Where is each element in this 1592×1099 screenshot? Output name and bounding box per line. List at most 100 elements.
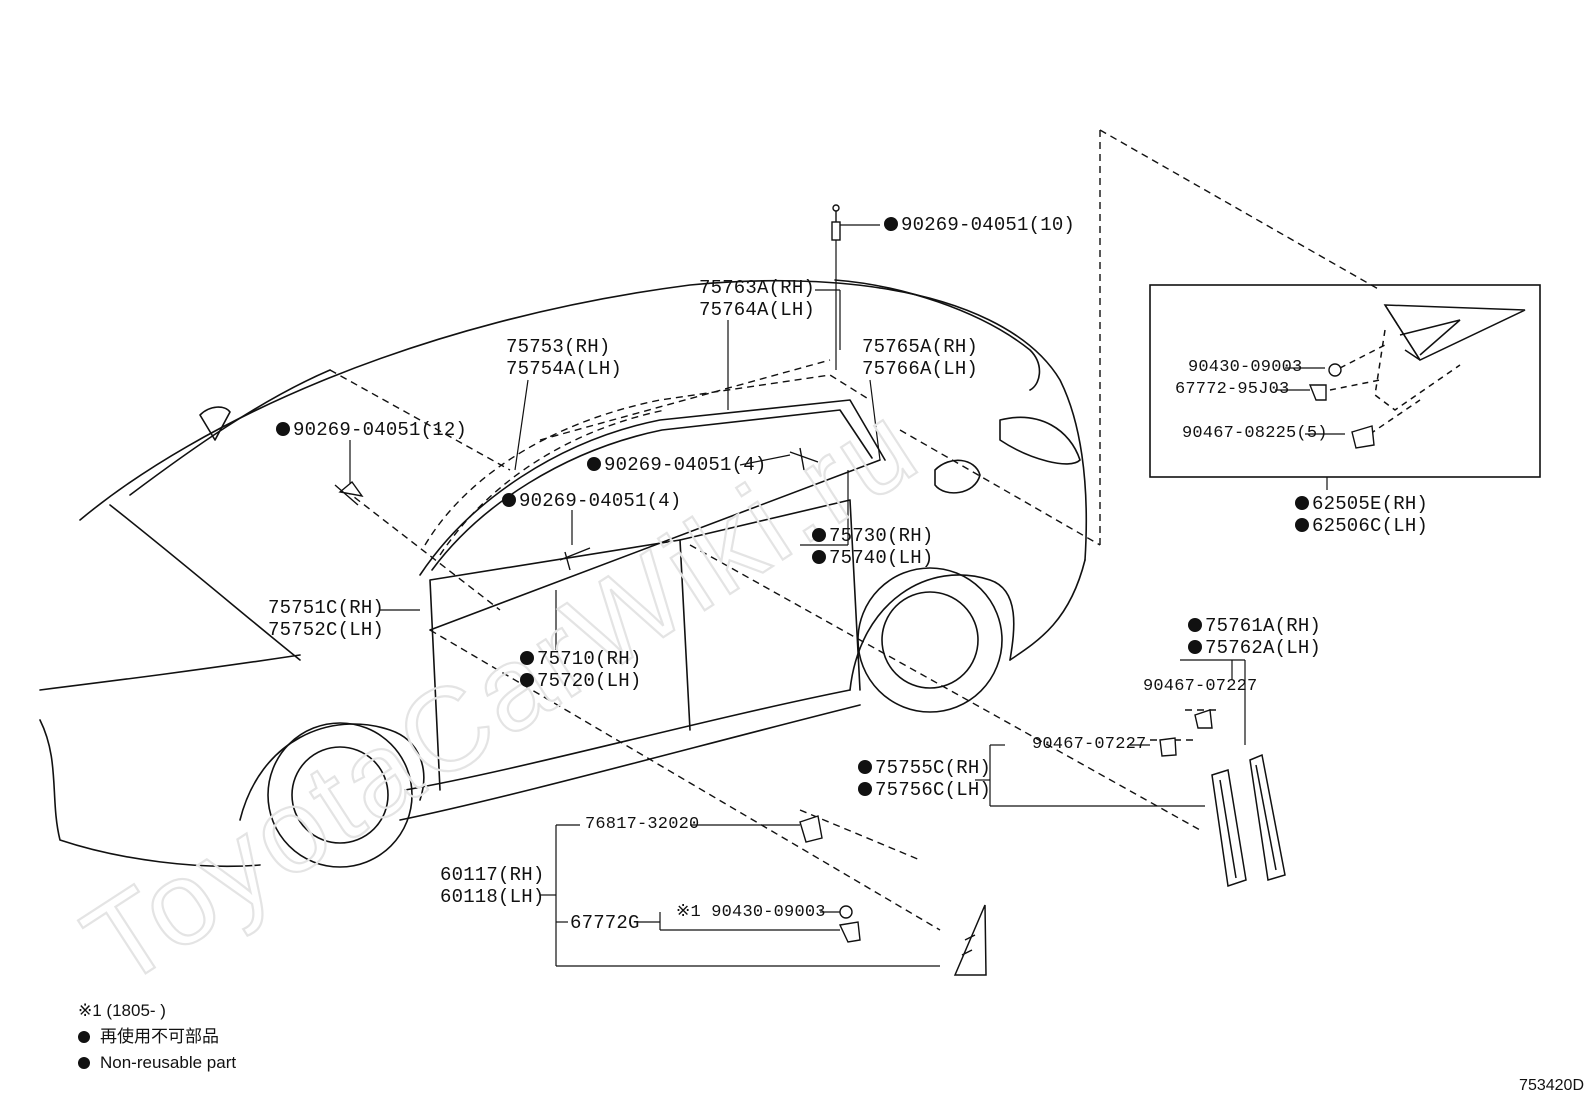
label-60117: 60117(RH) <box>440 864 545 886</box>
label-90430-09003-inset: 90430-09003 <box>1188 358 1303 377</box>
molding-roof-dashed-2 <box>439 409 666 556</box>
label-90467-08225: 90467-08225(5) <box>1182 424 1328 443</box>
label-62505e: 62505E(RH) <box>1295 493 1428 515</box>
non-reusable-dot-icon <box>502 493 516 507</box>
car-mirror <box>199 406 231 441</box>
clip-icon-90467-a <box>1194 709 1213 729</box>
leader-top-right <box>1099 129 1381 291</box>
label-90269-04051-12: 90269-04051(12) <box>276 419 467 441</box>
label-75752c: 75752C(LH) <box>268 619 385 641</box>
car-rear-wheel <box>857 567 1003 713</box>
pillar-garnish-75755 <box>1211 769 1247 887</box>
non-reusable-dot-icon <box>1295 496 1309 510</box>
label-67772g: 67772G <box>570 912 640 934</box>
quarter-trim-piece <box>1383 304 1526 361</box>
label-75751c: 75751C(RH) <box>268 597 385 619</box>
non-reusable-dot-icon <box>1295 518 1309 532</box>
clip-icon-67772g <box>838 921 861 943</box>
label-62506c: 62506C(LH) <box>1295 515 1428 537</box>
non-reusable-dot-icon <box>1188 640 1202 654</box>
label-75755c: 75755C(RH) <box>858 757 991 779</box>
label-note-90430-09003: ※1 90430-09003 <box>676 903 826 922</box>
label-75753: 75753(RH) <box>506 336 611 358</box>
label-75763a: 75763A(RH) <box>699 277 816 299</box>
non-reusable-dot-icon <box>520 651 534 665</box>
car-rocker <box>404 689 851 791</box>
label-67772-95j03: 67772-95J03 <box>1175 380 1290 399</box>
non-reusable-dot-icon <box>884 217 898 231</box>
label-90467-07227-b: 90467-07227 <box>1032 735 1147 754</box>
car-roof-rear <box>879 287 1088 561</box>
rivet-icon-top <box>831 204 841 241</box>
car-door-rear <box>679 499 861 691</box>
non-reusable-dot-icon <box>812 528 826 542</box>
legend-jp: 再使用不可部品 <box>78 1024 236 1050</box>
leader-diag-front <box>429 629 941 931</box>
car-bumper-rear <box>1009 559 1086 661</box>
label-90269-04051-10: 90269-04051(10) <box>884 214 1075 236</box>
non-reusable-dot-icon <box>812 550 826 564</box>
label-75756c: 75756C(LH) <box>858 779 991 801</box>
car-a-pillar <box>109 504 301 661</box>
label-75762a: 75762A(LH) <box>1188 637 1321 659</box>
leader-screw-12 <box>344 489 501 611</box>
car-front-lower <box>39 719 261 868</box>
legend-note: ※1 (1805- ) <box>78 1001 166 1020</box>
label-60118: 60118(LH) <box>440 886 545 908</box>
non-reusable-dot-icon <box>1188 618 1202 632</box>
label-75740: 75740(LH) <box>812 547 933 569</box>
car-front-wheel-arch <box>239 723 425 821</box>
legend: ※1 (1805- ) 再使用不可部品 Non-reusable part <box>78 998 236 1076</box>
rivet-icon-4a <box>789 447 819 471</box>
washer-icon-90430 <box>1328 363 1342 377</box>
molding-roof-dashed <box>424 374 871 546</box>
car-spoiler <box>834 279 1041 391</box>
label-75754a: 75754A(LH) <box>506 358 623 380</box>
leader-front-clip <box>799 809 921 861</box>
non-reusable-dot-icon <box>276 422 290 436</box>
non-reusable-dot-icon <box>858 782 872 796</box>
non-reusable-dot-icon <box>78 1031 90 1043</box>
window-dashed-top <box>539 359 831 441</box>
car-window-frame <box>419 399 886 576</box>
leader-diag-lower <box>689 544 1201 831</box>
non-reusable-dot-icon <box>520 673 534 687</box>
label-75710: 75710(RH) <box>520 648 641 670</box>
washer-icon-90430-b <box>839 905 853 919</box>
label-75764a: 75764A(LH) <box>699 299 816 321</box>
non-reusable-dot-icon <box>78 1057 90 1069</box>
label-90269-04051-4b: 90269-04051(4) <box>502 490 681 512</box>
clip-icon-90467-b <box>1159 737 1177 757</box>
leader-roof-top <box>329 369 511 471</box>
label-75720: 75720(LH) <box>520 670 641 692</box>
label-76817-32020: 76817-32020 <box>585 815 700 834</box>
non-reusable-dot-icon <box>587 457 601 471</box>
car-door-belt <box>429 459 881 631</box>
car-front-wheel-inner <box>291 746 389 844</box>
label-75761a: 75761A(RH) <box>1188 615 1321 637</box>
clip-icon-90467-08225 <box>1351 425 1375 449</box>
car-rear-wheel-arch <box>849 574 1015 691</box>
rivet-icon-4b <box>559 547 591 571</box>
legend-en: Non-reusable part <box>78 1050 236 1076</box>
label-75766a: 75766A(LH) <box>862 358 979 380</box>
rivet-icon-12 <box>334 480 364 506</box>
label-90467-07227-a: 90467-07227 <box>1143 677 1258 696</box>
pillar-garnish-75761 <box>1249 753 1286 881</box>
car-rocker-lower <box>399 704 861 821</box>
non-reusable-dot-icon <box>858 760 872 774</box>
label-75765a: 75765A(RH) <box>862 336 979 358</box>
clip-icon-76817 <box>799 815 823 843</box>
car-front-wheel <box>267 722 413 868</box>
car-fuel-door <box>934 459 981 494</box>
label-75730: 75730(RH) <box>812 525 933 547</box>
car-hood-line <box>39 654 301 691</box>
clip-icon-67772 <box>1308 384 1327 401</box>
car-window-frame-inner <box>431 409 873 571</box>
fastener-icons <box>334 204 1375 943</box>
leader-rear-quarter <box>899 429 1101 546</box>
label-90269-04051-4a: 90269-04051(4) <box>587 454 766 476</box>
car-roof-outline <box>79 279 881 521</box>
inset-box <box>1149 284 1541 478</box>
